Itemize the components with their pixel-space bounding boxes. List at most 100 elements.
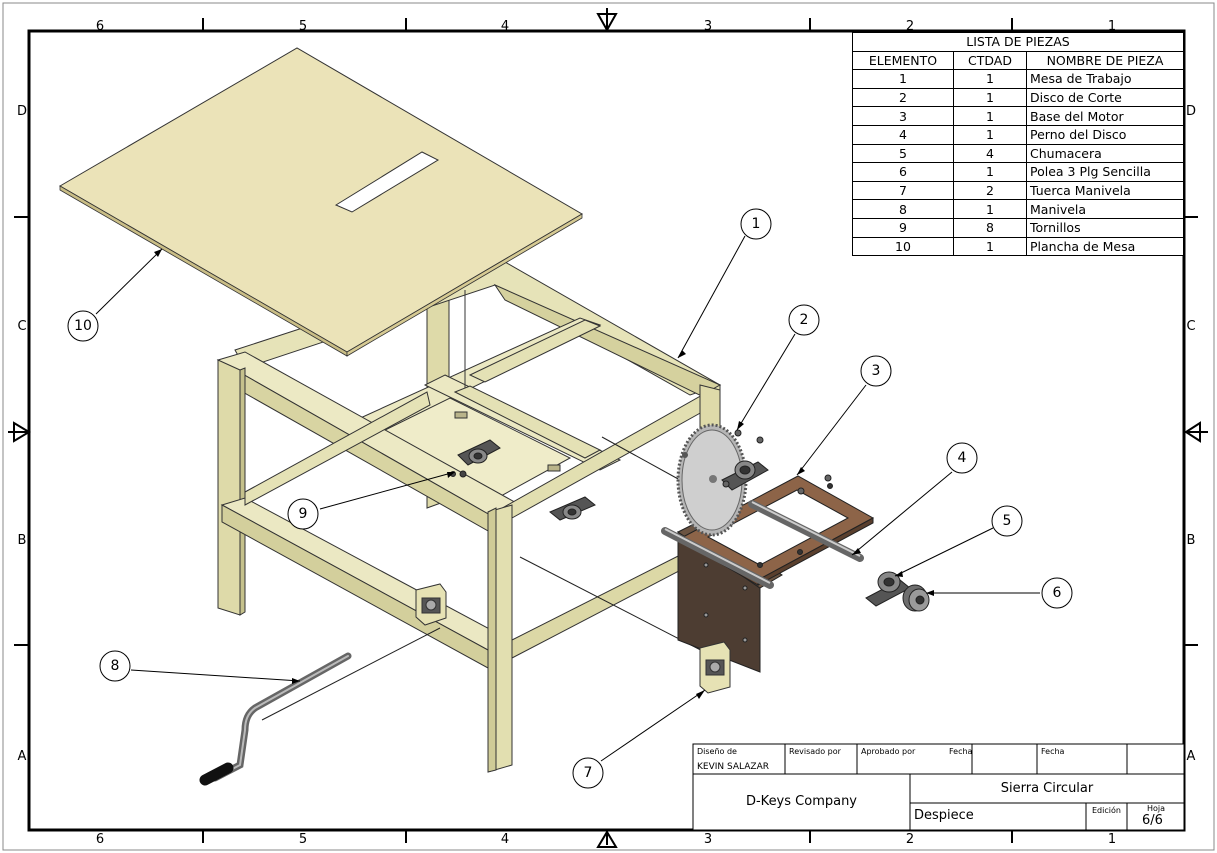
- parts-list-header-row: ELEMENTO CTDAD NOMBRE DE PIEZA: [852, 50, 1184, 71]
- cell-element: 5: [852, 143, 954, 164]
- parts-list-title: LISTA DE PIEZAS: [852, 32, 1184, 52]
- balloon-10: 10: [74, 318, 92, 334]
- zone-col-bottom-4: 4: [501, 832, 509, 847]
- zone-row-left-d: D: [17, 104, 27, 119]
- edition-label: Edición: [1092, 806, 1121, 815]
- cell-qty: 8: [953, 217, 1027, 238]
- cell-qty: 1: [953, 69, 1027, 89]
- table-top-plate: [59, 47, 583, 357]
- zone-col-bottom-2: 2: [906, 832, 914, 847]
- motor-base-assembly: [677, 475, 875, 673]
- zone-row-right-c: C: [1186, 319, 1195, 334]
- cell-part-name: Polea 3 Plg Sencilla: [1026, 162, 1184, 182]
- centering-marks: [8, 8, 1208, 848]
- pillow-blocks-under-table: [450, 439, 596, 521]
- zone-row-left-c: C: [17, 319, 26, 334]
- zone-col-top-5: 5: [299, 19, 307, 34]
- header-part-name: NOMBRE DE PIEZA: [1026, 50, 1184, 71]
- balloon-1: 1: [752, 216, 761, 232]
- cell-part-name: Chumacera: [1026, 143, 1184, 164]
- balloon-5: 5: [1003, 513, 1012, 529]
- zone-row-left-b: B: [18, 533, 27, 548]
- cell-part-name: Base del Motor: [1026, 106, 1184, 126]
- title-block-frame: [692, 743, 1185, 831]
- zone-col-top-3: 3: [704, 19, 712, 34]
- cell-qty: 1: [953, 87, 1027, 108]
- header-qty: CTDAD: [953, 50, 1027, 71]
- leader-arrows: [154, 249, 934, 699]
- header-element: ELEMENTO: [852, 50, 954, 71]
- crank-handle: [199, 652, 352, 786]
- pillow-block-pulley: [865, 571, 930, 612]
- date-label-2: Fecha: [1041, 747, 1065, 756]
- cell-part-name: Manivela: [1026, 199, 1184, 219]
- cell-qty: 1: [953, 236, 1027, 257]
- cell-part-name: Mesa de Trabajo: [1026, 69, 1184, 89]
- cell-part-name: Tornillos: [1026, 217, 1184, 238]
- zone-col-top-6: 6: [96, 19, 104, 34]
- crank-nut-bracket-right: [699, 641, 731, 694]
- cell-element: 7: [852, 180, 954, 201]
- zone-col-bottom-1: 1: [1108, 832, 1116, 847]
- axis-line-motor: [601, 436, 681, 481]
- designed-by-label: Diseño de: [697, 747, 737, 756]
- cell-qty: 1: [953, 124, 1027, 145]
- approved-by-label: Aprobado por: [861, 747, 916, 756]
- balloon-4: 4: [958, 450, 967, 466]
- arbor-shaft: [661, 500, 864, 589]
- zone-row-left-a: A: [18, 749, 27, 764]
- balloon-9: 9: [299, 506, 308, 522]
- cell-element: 4: [852, 124, 954, 145]
- cell-element: 6: [852, 162, 954, 182]
- table-frame-assembly: [216, 261, 722, 773]
- cell-element: 2: [852, 87, 954, 108]
- cell-element: 8: [852, 199, 954, 219]
- cell-qty: 2: [953, 180, 1027, 201]
- crank-nut-bracket-left: [415, 583, 447, 626]
- saw-blade: [676, 423, 748, 537]
- zone-col-top-1: 1: [1108, 19, 1116, 34]
- balloon-6: 6: [1053, 585, 1062, 601]
- zone-col-bottom-6: 6: [96, 832, 104, 847]
- cell-element: 1: [852, 69, 954, 89]
- axis-line-crank: [261, 627, 441, 721]
- zone-row-right-a: A: [1187, 749, 1196, 764]
- zone-col-top-2: 2: [906, 19, 914, 34]
- cell-element: 3: [852, 106, 954, 126]
- zone-col-bottom-5: 5: [299, 832, 307, 847]
- zone-row-right-d: D: [1186, 104, 1196, 119]
- leader-lines: [95, 235, 1040, 762]
- cell-part-name: Disco de Corte: [1026, 87, 1184, 108]
- cell-qty: 1: [953, 199, 1027, 219]
- designer-name: KEVIN SALAZAR: [697, 762, 769, 772]
- balloon-circles: [67, 208, 1073, 789]
- cell-qty: 1: [953, 106, 1027, 126]
- date-label-1: Fecha: [949, 747, 973, 756]
- balloon-3: 3: [872, 363, 881, 379]
- cell-qty: 1: [953, 162, 1027, 182]
- cell-element: 9: [852, 217, 954, 238]
- pillow-block-blade: [721, 429, 832, 495]
- company-name: D-Keys Company: [745, 794, 858, 809]
- drawing-subtitle: Despiece: [914, 808, 974, 823]
- zone-row-right-b: B: [1187, 533, 1196, 548]
- sheet-label: Hoja: [1147, 804, 1166, 813]
- drawing-title: Sierra Circular: [1000, 781, 1094, 796]
- cell-part-name: Perno del Disco: [1026, 124, 1184, 145]
- cell-part-name: Tuerca Manivela: [1026, 180, 1184, 201]
- zone-ticks: [14, 18, 1198, 843]
- balloon-8: 8: [111, 658, 120, 674]
- sheet-number: 6/6: [1142, 813, 1163, 828]
- zone-col-top-4: 4: [501, 19, 509, 34]
